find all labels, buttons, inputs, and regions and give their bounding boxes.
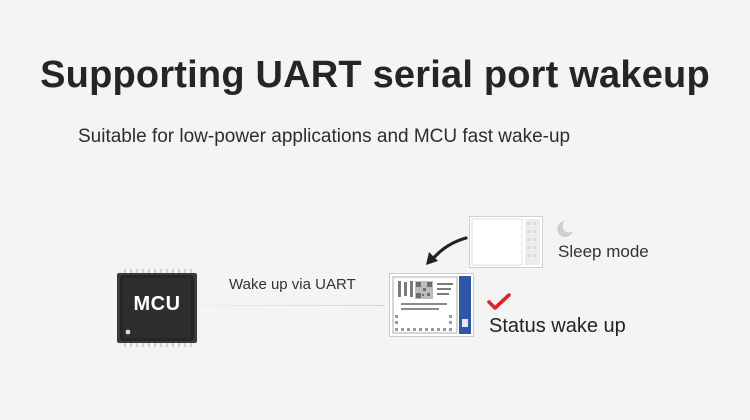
- page-subtitle: Suitable for low-power applications and …: [78, 126, 571, 147]
- wifi-module-icon: [389, 273, 474, 337]
- wake-via-uart-label: Wake up via UART: [229, 276, 356, 293]
- page-title: Supporting UART serial port wakeup: [40, 54, 710, 96]
- mcu-chip-icon: [117, 269, 197, 347]
- sleeping-module-icon: [469, 216, 543, 268]
- arrow-icon: [426, 236, 468, 265]
- status-wake-up-label: Status wake up: [489, 315, 626, 337]
- sleep-mode-label: Sleep mode: [558, 242, 649, 261]
- checkmark-icon: [487, 293, 511, 310]
- mcu-label: MCU: [133, 293, 181, 315]
- moon-icon: z: [557, 221, 573, 237]
- svg-text:z: z: [566, 225, 569, 231]
- uart-signal-line: [200, 305, 385, 306]
